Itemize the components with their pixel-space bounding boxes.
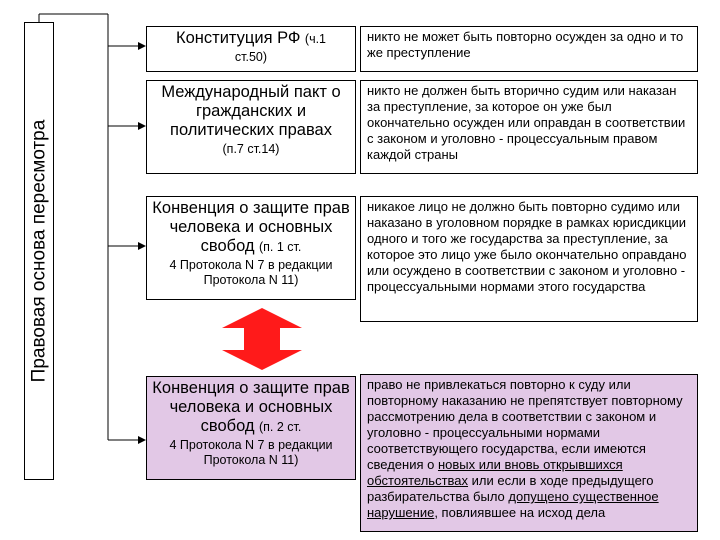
text-box-2: никто не должен быть вторично судим или … (360, 80, 698, 174)
text-4-part-2: или если в ходе предыдущего разбирательс… (367, 473, 654, 504)
source-box-1: Конституция РФ (ч.1 ст.50) (146, 26, 356, 72)
source-sub-2: (п.7 ст.14) (222, 142, 280, 156)
text-4-part-0: право не привлекаться повторно к суду ил… (367, 377, 683, 472)
side-label-box: Правовая основа пересмотра (24, 22, 54, 480)
source-inline-3: (п. 1 ст. (258, 240, 302, 254)
text-4-part-4: , повлиявшее на исход дела (434, 505, 606, 520)
text-1-part-0: никто не может быть повторно осужден за … (367, 29, 684, 60)
source-sub-1: ст.50) (234, 50, 268, 64)
text-4-underlined-violation: допущено существенное нарушение (367, 489, 659, 520)
source-title-1: Конституция РФ (175, 29, 301, 47)
text-box-1: никто не может быть повторно осужден за … (360, 26, 698, 72)
source-inline-4: (п. 2 ст. (258, 420, 302, 434)
side-label: Правовая основа пересмотра (28, 119, 50, 383)
source-title-3: Конвенция о защите прав человека и основ… (152, 199, 350, 255)
source-inline-1: (ч.1 (304, 32, 327, 46)
source-title-2: Международный пакт о гражданских и полит… (161, 83, 341, 139)
source-sub-4: 4 Протокола N 7 в редакции Протокола N 1… (169, 438, 333, 467)
source-box-2: Международный пакт о гражданских и полит… (146, 80, 356, 174)
source-title-4: Конвенция о защите прав человека и основ… (152, 379, 350, 435)
source-box-3: Конвенция о защите прав человека и основ… (146, 196, 356, 300)
source-box-4: Конвенция о защите прав человека и основ… (146, 376, 356, 480)
text-box-4: право не привлекаться повторно к суду ил… (360, 374, 698, 532)
text-2-part-0: никто не должен быть вторично судим или … (367, 83, 686, 162)
source-sub-3: 4 Протокола N 7 в редакции Протокола N 1… (169, 258, 333, 287)
text-4-underlined-new-circumstances: новых или вновь открывшихся обстоятельст… (367, 457, 623, 488)
text-3-part-0: никакое лицо не должно быть повторно суд… (367, 199, 687, 294)
double-arrow-icon (222, 308, 302, 370)
text-box-3: никакое лицо не должно быть повторно суд… (360, 196, 698, 322)
